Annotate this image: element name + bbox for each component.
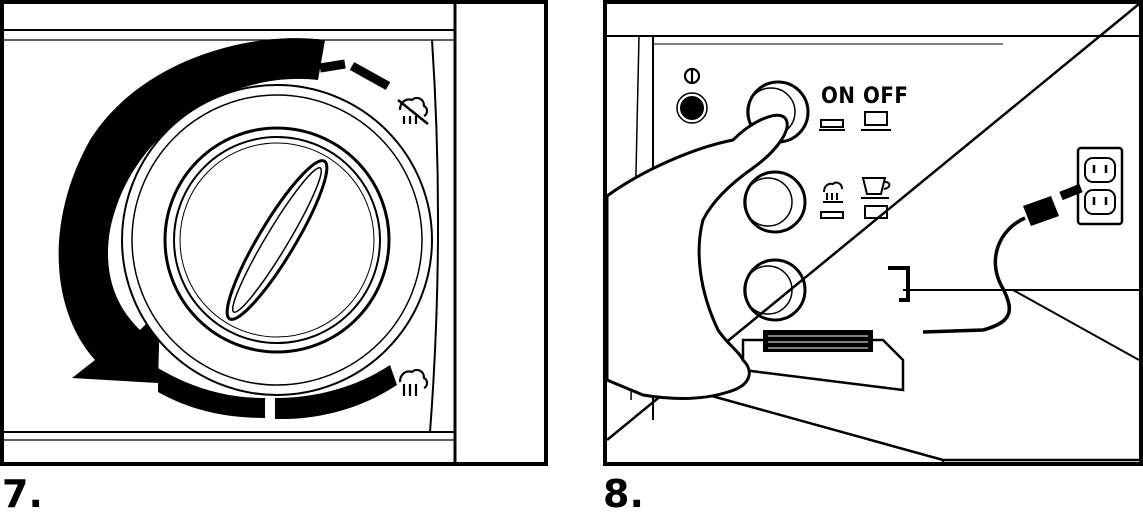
steam-dial-illustration — [0, 0, 548, 466]
figure-7-steam-dial — [0, 0, 548, 466]
dial-scale-bottom — [158, 368, 265, 418]
steam-wand — [888, 266, 910, 302]
rotation-arrow — [58, 38, 325, 384]
brew-button[interactable] — [743, 258, 807, 322]
power-cord — [922, 216, 1026, 334]
on-label: ON — [821, 84, 856, 109]
wall-outlet — [1076, 146, 1124, 226]
step-number-8: 8. — [603, 472, 644, 516]
steam-button[interactable] — [743, 170, 807, 234]
cup-icon — [861, 177, 891, 199]
steam-off-icon — [397, 96, 429, 126]
steam-on-icon — [398, 368, 429, 396]
knob-grip — [225, 159, 329, 321]
off-label: OFF — [863, 84, 909, 109]
step-number-7: 7. — [2, 472, 43, 516]
hand-pressing-button — [605, 113, 789, 400]
steam-icon — [823, 181, 843, 203]
power-indicator — [676, 67, 708, 124]
figure-8-power-unplug: ON OFF — [603, 0, 1143, 466]
power-unplug-illustration — [603, 0, 1143, 466]
power-plug — [1023, 183, 1083, 226]
